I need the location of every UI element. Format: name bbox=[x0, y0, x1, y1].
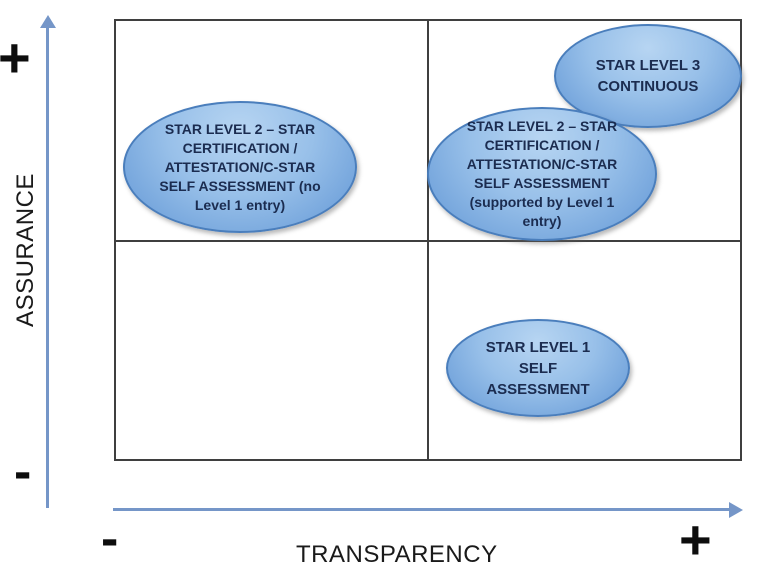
x-axis-line bbox=[113, 508, 731, 511]
x-axis-minus-sign: - bbox=[101, 510, 119, 568]
bubble-star-level-2-with-entry: STAR LEVEL 2 – STAR CERTIFICATION / ATTE… bbox=[427, 107, 657, 241]
y-axis-line bbox=[46, 26, 49, 508]
right-arrowhead-icon bbox=[729, 502, 743, 518]
x-axis-label: TRANSPARENCY bbox=[296, 541, 498, 568]
x-axis-plus-sign: + bbox=[679, 508, 712, 571]
grid-horizontal-divider bbox=[116, 240, 740, 242]
y-axis-minus-sign: - bbox=[14, 443, 32, 501]
up-arrowhead-icon bbox=[40, 15, 56, 28]
y-axis-plus-sign: + bbox=[0, 26, 31, 89]
bubble-star-level-3-continuous: STAR LEVEL 3 CONTINUOUS bbox=[554, 24, 742, 128]
bubble-star-level-2-no-entry: STAR LEVEL 2 – STAR CERTIFICATION / ATTE… bbox=[123, 101, 357, 233]
bubble-star-level-1-self-assessment: STAR LEVEL 1 SELF ASSESSMENT bbox=[446, 319, 630, 417]
y-axis-label: ASSURANCE bbox=[12, 173, 39, 327]
